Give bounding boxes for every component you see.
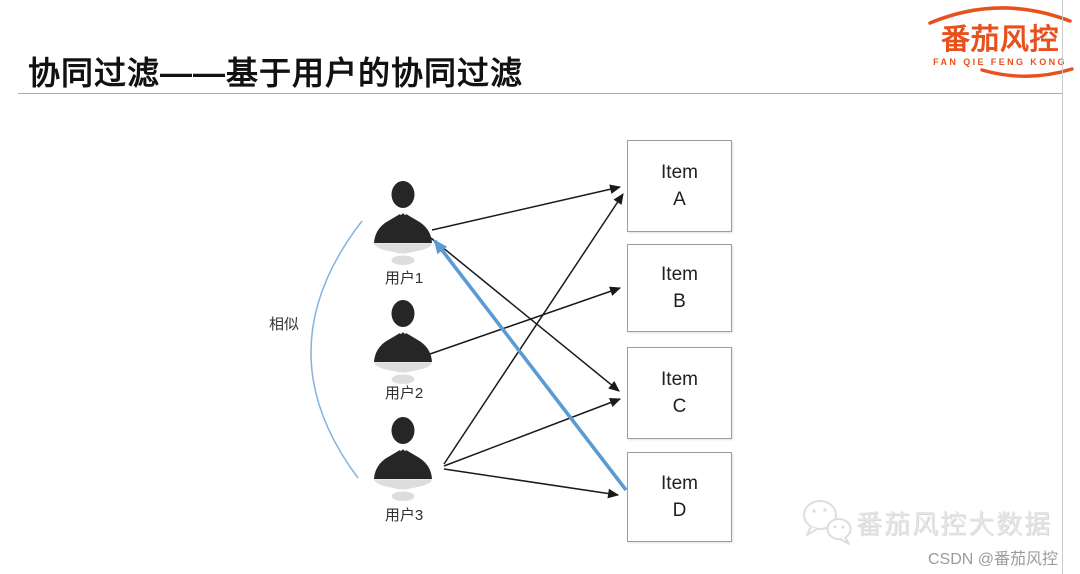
logo-top-arc-icon bbox=[928, 6, 1072, 25]
item-a-line2: A bbox=[673, 189, 686, 210]
wechat-icon bbox=[803, 500, 852, 545]
item-b-line2: B bbox=[673, 291, 686, 312]
item-b-line1: Item bbox=[661, 264, 698, 285]
user1-label: 用户1 bbox=[384, 270, 424, 287]
item-c-line2: C bbox=[672, 396, 687, 417]
right-border-line bbox=[1062, 0, 1063, 574]
item-b-box: Item B bbox=[627, 244, 732, 332]
user2-person-icon bbox=[374, 300, 432, 362]
page-title: 协同过滤——基于用户的协同过滤 bbox=[28, 55, 524, 91]
watermark-csdn: CSDN @番茄风控 bbox=[928, 551, 1059, 568]
user2-reflection bbox=[374, 362, 432, 384]
edge-user3-itemD bbox=[443, 468, 620, 499]
item-c-line1: Item bbox=[661, 369, 698, 390]
edge-user3-itemA bbox=[443, 193, 624, 465]
item-a-box: Item A bbox=[627, 140, 732, 232]
watermark-brand: 番茄风控大数据 bbox=[856, 509, 1053, 539]
user2-label: 用户2 bbox=[384, 385, 424, 402]
edge-user3-itemC bbox=[443, 397, 622, 467]
logo-title: 番茄风控 bbox=[940, 24, 1059, 56]
user1-reflection bbox=[374, 243, 432, 265]
item-a-line1: Item bbox=[661, 162, 698, 183]
similarity-label: 相似 bbox=[269, 316, 300, 333]
edge-itemD-user1 bbox=[433, 239, 628, 492]
brand-logo: 番茄风控 FAN QIE FENG KONG bbox=[925, 3, 1075, 81]
user3-person-icon bbox=[374, 417, 432, 479]
user3-reflection bbox=[374, 479, 432, 501]
user3-label: 用户3 bbox=[384, 507, 424, 524]
user1-person-icon bbox=[374, 181, 432, 243]
item-d-box: Item D bbox=[627, 452, 732, 542]
logo-bottom-arc-icon bbox=[980, 67, 1074, 78]
edge-user1-itemC bbox=[430, 237, 620, 392]
logo-subtitle: FAN QIE FENG KONG bbox=[933, 57, 1067, 67]
title-divider bbox=[18, 93, 1062, 94]
similarity-arc bbox=[310, 220, 363, 479]
item-d-line1: Item bbox=[661, 473, 698, 494]
edge-user1-itemA bbox=[431, 184, 622, 231]
item-c-box: Item C bbox=[627, 347, 732, 439]
edge-user2-itemB bbox=[429, 286, 622, 355]
item-d-line2: D bbox=[672, 500, 687, 521]
